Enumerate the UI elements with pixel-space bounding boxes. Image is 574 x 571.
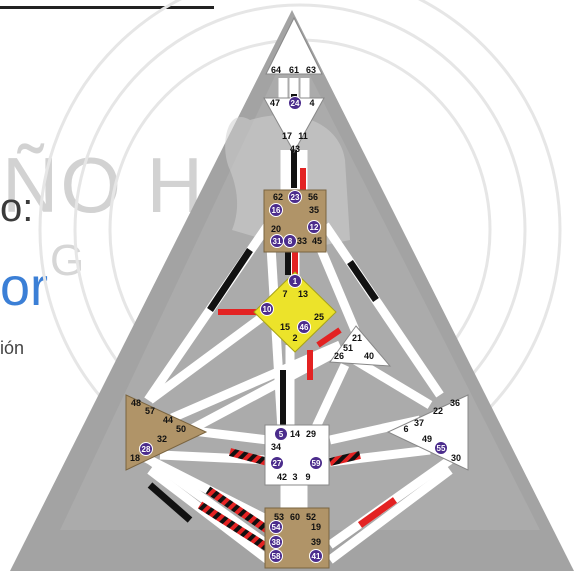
gate-11-label: 11 xyxy=(298,131,308,141)
activations xyxy=(147,94,398,552)
gate-33-label: 33 xyxy=(297,236,307,246)
gate-23-label: 23 xyxy=(291,193,300,202)
gate-46-activation-marker xyxy=(297,320,311,334)
g-center xyxy=(253,271,337,353)
gate-7-label: 7 xyxy=(282,289,287,299)
gate-42-label: 42 xyxy=(277,472,287,482)
gate-32-label: 32 xyxy=(157,434,167,444)
gate-54-activation-marker xyxy=(269,520,283,534)
gate-29-label: 29 xyxy=(306,429,316,439)
gate-59-label: 59 xyxy=(312,459,321,468)
gate-55-activation-marker xyxy=(434,441,448,455)
gate-15-label: 15 xyxy=(280,322,290,332)
gate-61-label: 61 xyxy=(289,65,299,75)
gate-30-label: 30 xyxy=(451,453,461,463)
side-text-3: ión xyxy=(0,338,25,358)
gate-35-label: 35 xyxy=(309,205,319,215)
side-text-2: or xyxy=(0,257,49,317)
gate-10-label: 10 xyxy=(263,305,272,314)
gate-27-label: 27 xyxy=(273,459,282,468)
gate-55-label: 55 xyxy=(437,444,446,453)
gate-26-label: 26 xyxy=(334,351,344,361)
gate-47-label: 47 xyxy=(270,98,280,108)
gate-6-label: 6 xyxy=(403,424,408,434)
gate-48-label: 48 xyxy=(131,398,141,408)
gate-44-label: 44 xyxy=(163,415,173,425)
gate-20-label: 20 xyxy=(271,224,281,234)
heart-center xyxy=(329,325,392,367)
gate-24-activation-marker xyxy=(288,96,302,110)
gate-4-label: 4 xyxy=(309,98,314,108)
solar-plexus-center xyxy=(386,394,469,471)
gate-41-label: 41 xyxy=(312,552,321,561)
gate-2-label: 2 xyxy=(292,333,297,343)
gate-45-label: 45 xyxy=(312,236,322,246)
gate-1-label: 1 xyxy=(293,277,298,286)
gate-36-label: 36 xyxy=(450,398,460,408)
gate-18-label: 18 xyxy=(130,453,140,463)
gate-34-label: 34 xyxy=(271,442,281,452)
gate-17-label: 17 xyxy=(282,131,292,141)
gate-13-label: 13 xyxy=(298,289,308,299)
gate-49-label: 49 xyxy=(422,434,432,444)
side-text-1: o: xyxy=(0,186,34,230)
gate-58-activation-marker xyxy=(269,549,283,563)
gate-43-label: 43 xyxy=(290,144,300,154)
gate-46-label: 46 xyxy=(300,323,309,332)
gate-51-label: 51 xyxy=(343,343,353,353)
gate-38-label: 38 xyxy=(272,538,281,547)
gate-5-activation-marker xyxy=(274,427,288,441)
head-center xyxy=(265,16,323,75)
gate-54-label: 54 xyxy=(272,523,281,532)
gate-50-label: 50 xyxy=(176,424,186,434)
gate-14-label: 14 xyxy=(290,429,300,439)
gate-16-activation-marker xyxy=(269,203,283,217)
gate-5-label: 5 xyxy=(279,430,284,439)
gate-24-label: 24 xyxy=(291,99,300,108)
gate-19-label: 19 xyxy=(311,522,321,532)
gate-28-activation-marker xyxy=(139,442,153,456)
gate-31-label: 31 xyxy=(273,237,282,246)
gate-41-activation-marker xyxy=(309,549,323,563)
header-rule xyxy=(0,6,214,9)
gate-10-activation-marker xyxy=(260,302,274,316)
gate-22-label: 22 xyxy=(433,406,443,416)
gate-60-label: 60 xyxy=(290,512,300,522)
gate-16-label: 16 xyxy=(272,206,281,215)
gate-40-label: 40 xyxy=(364,351,374,361)
gate-39-label: 39 xyxy=(311,537,321,547)
gate-23-activation-marker xyxy=(288,190,302,204)
gate-12-label: 12 xyxy=(310,223,319,232)
gate-38-activation-marker xyxy=(269,535,283,549)
gate-3-label: 3 xyxy=(292,472,297,482)
gate-12-activation-marker xyxy=(307,220,321,234)
gate-1-activation-marker xyxy=(288,274,302,288)
gate-37-label: 37 xyxy=(414,418,424,428)
gate-62-label: 62 xyxy=(273,192,283,202)
gate-27-activation-marker xyxy=(270,456,284,470)
gate-8-label: 8 xyxy=(288,237,293,246)
gate-21-label: 21 xyxy=(352,333,362,343)
gate-53-label: 53 xyxy=(274,512,284,522)
gate-64-label: 64 xyxy=(271,65,281,75)
gate-8-activation-marker xyxy=(283,234,297,248)
gate-59-activation-marker xyxy=(309,456,323,470)
gate-9-label: 9 xyxy=(305,472,310,482)
gate-28-label: 28 xyxy=(142,445,151,454)
gate-58-label: 58 xyxy=(272,552,281,561)
gate-63-label: 63 xyxy=(306,65,316,75)
gate-56-label: 56 xyxy=(308,192,318,202)
gate-25-label: 25 xyxy=(314,312,324,322)
gate-52-label: 52 xyxy=(306,512,316,522)
gate-57-label: 57 xyxy=(145,406,155,416)
